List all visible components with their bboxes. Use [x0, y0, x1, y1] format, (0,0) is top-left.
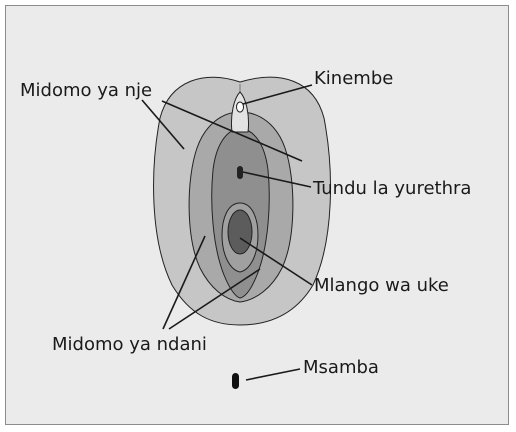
label-urethral-opening: Tundu la yurethra: [312, 178, 471, 199]
urethra-pointer: [242, 171, 312, 188]
anus-pointer: [245, 368, 301, 381]
anus-shape: [232, 373, 239, 389]
vaginal-opening-shape: [227, 209, 253, 255]
urethral-opening-shape: [237, 166, 243, 179]
clitoris-pointer: [242, 84, 313, 105]
inner-lips-pointer-2: [168, 268, 261, 330]
vaginal-opening-pointer: [239, 237, 313, 286]
label-clitoris: Kinembe: [314, 68, 393, 89]
outer-lips-pointer-2: [161, 100, 303, 162]
label-inner-lips: Midomo ya ndani: [52, 334, 207, 355]
label-anus: Msamba: [303, 357, 379, 378]
inner-lips-pointer-1: [162, 235, 206, 330]
clitoris-shape: [236, 101, 244, 113]
outer-lips-pointer-1: [141, 99, 185, 150]
label-outer-lips: Midomo ya nje: [20, 80, 152, 101]
label-vaginal-opening: Mlango wa uke: [314, 275, 449, 296]
